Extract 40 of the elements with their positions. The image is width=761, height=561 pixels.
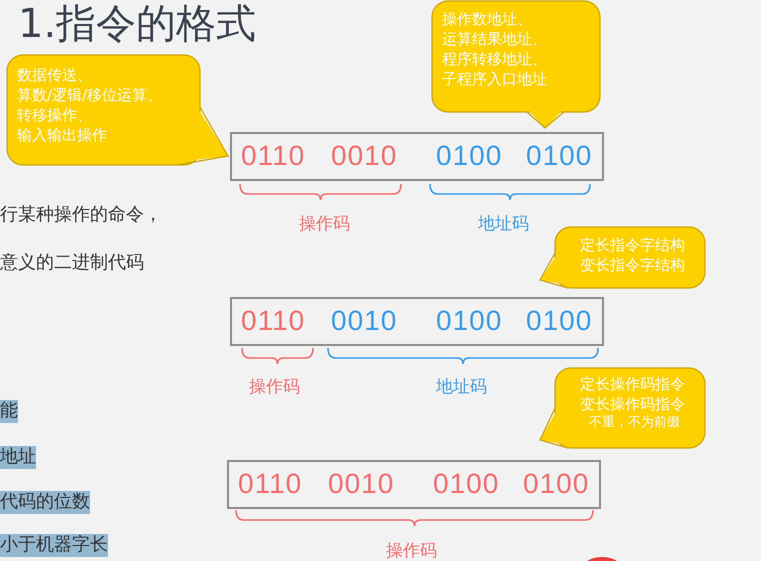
callout-text: 变长操作码指令 bbox=[580, 394, 685, 414]
binary-code: 0100 bbox=[436, 304, 502, 338]
binary-code: 0100 bbox=[526, 139, 592, 173]
callout-text: 输入输出操作 bbox=[17, 125, 107, 145]
text-label: 地址码 bbox=[478, 214, 529, 236]
callout-text: 数据传送、 bbox=[17, 65, 92, 85]
instruction-box bbox=[227, 460, 601, 509]
text-label: 操作码 bbox=[386, 541, 437, 561]
binary-code: 0100 bbox=[526, 304, 592, 338]
binary-code: 0100 bbox=[523, 467, 590, 501]
highlighted-text: 能 bbox=[0, 400, 18, 422]
callout-text: 定长操作码指令 bbox=[580, 374, 685, 394]
callout-text: 运算结果地址、 bbox=[442, 29, 547, 49]
highlighted-text: 代码的位数 bbox=[0, 491, 90, 514]
text-label: 意义的二进制代码 bbox=[0, 252, 144, 274]
highlighted-text: 地址 bbox=[0, 446, 36, 468]
text-label: 操作码 bbox=[249, 377, 300, 398]
binary-code: 0010 bbox=[331, 139, 398, 173]
slide-title: 1.指令的格式 bbox=[18, 0, 256, 48]
text-label: 操作码 bbox=[299, 214, 350, 236]
binary-code: 0110 bbox=[241, 304, 306, 338]
callout-text: 子程序入口地址 bbox=[442, 69, 547, 89]
instruction-box bbox=[230, 297, 604, 346]
binary-code: 0010 bbox=[331, 304, 398, 338]
callout-text: 操作数地址、 bbox=[442, 9, 532, 29]
binary-code: 0110 bbox=[238, 467, 302, 501]
callout-text: 变长指令字结构 bbox=[580, 255, 685, 275]
text-label: 地址码 bbox=[436, 377, 487, 398]
callout-text: 不重，不为前缀 bbox=[589, 414, 680, 432]
callout-text: 定长指令字结构 bbox=[580, 235, 685, 255]
callout-text: 程序转移地址、 bbox=[442, 49, 547, 69]
binary-code: 0100 bbox=[433, 467, 500, 501]
highlighted-text: 小于机器字长 bbox=[0, 534, 108, 556]
binary-code: 0110 bbox=[241, 139, 306, 173]
callout-text: 转移操作、 bbox=[17, 105, 92, 125]
binary-code: 0010 bbox=[328, 467, 394, 501]
instruction-box bbox=[230, 132, 604, 181]
binary-code: 0100 bbox=[436, 139, 502, 173]
callout-text: 算数/逻辑/移位运算、 bbox=[17, 85, 162, 105]
text-label: 行某种操作的命令， bbox=[0, 204, 162, 226]
